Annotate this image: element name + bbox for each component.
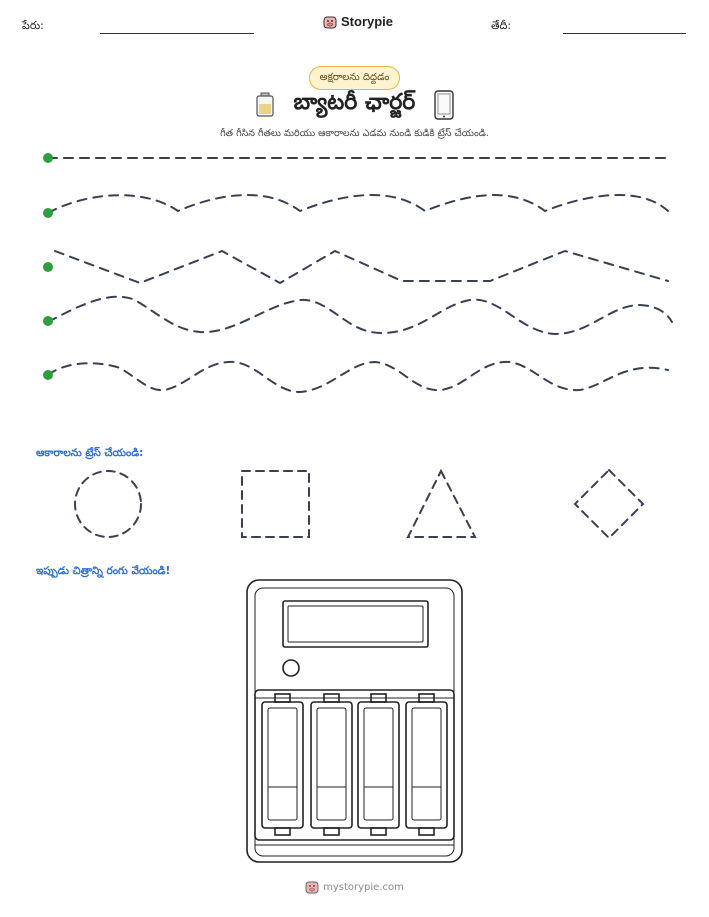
footer-url[interactable]: mystorypie.com (323, 881, 404, 893)
start-dot (43, 370, 53, 380)
trace-line-wave-3[interactable] (47, 360, 669, 394)
shapes-heading: ఆకారాలను ట్రేస్ చేయండి: (36, 447, 144, 459)
battery-icon (256, 92, 274, 117)
tracing-shapes (74, 468, 645, 540)
start-dot (43, 153, 53, 163)
pig-logo-icon (323, 16, 337, 28)
tracing-lines (43, 153, 673, 394)
trace-line-zigzag[interactable] (54, 249, 669, 285)
trace-square[interactable] (241, 470, 310, 538)
trace-line-wave-2[interactable] (47, 295, 673, 336)
pig-logo-icon (305, 881, 319, 894)
page-title: బ్యాటరీ ఛార్జర్ (293, 90, 416, 115)
brand-name: Storypie (341, 14, 394, 29)
instruction-text: గీత గీసిన గీతలు మరియు ఆకారాలను ఎడమ నుండి… (220, 128, 489, 139)
trace-triangle[interactable] (406, 468, 477, 538)
trace-circle[interactable] (74, 470, 142, 538)
start-dot (43, 316, 53, 326)
brand: Storypie (323, 14, 393, 29)
trace-diamond[interactable] (573, 468, 645, 540)
coloring-heading: ఇప్పుడు చిత్రాన్ని రంగు వేయండి! (36, 565, 171, 577)
start-dot (43, 208, 53, 218)
trace-line-wave-1[interactable] (47, 194, 669, 214)
date-label: తేదీ: (491, 19, 512, 32)
start-dot (43, 262, 53, 272)
tablet-icon (434, 90, 455, 120)
footer: mystorypie.com (305, 880, 404, 894)
activity-badge: అక్షరాలను దిద్దడం (308, 66, 401, 90)
name-label: పేరు: (22, 19, 44, 32)
battery-charger-drawing[interactable] (240, 572, 470, 868)
date-line[interactable] (563, 33, 686, 34)
name-line[interactable] (100, 33, 254, 34)
